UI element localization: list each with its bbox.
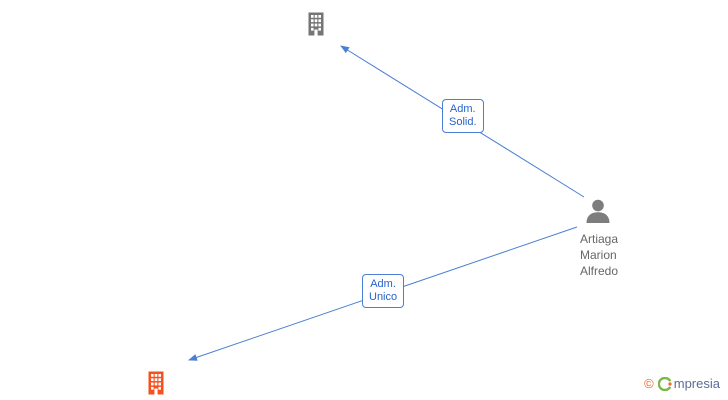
brand-logo-icon: [657, 376, 672, 391]
footer-brand[interactable]: © mpresia: [644, 376, 720, 391]
person-node[interactable]: [584, 199, 612, 223]
company-node-top[interactable]: [302, 10, 330, 38]
edge-label-adm-unico[interactable]: Adm. Unico: [362, 274, 405, 308]
edge-label-line-2: Solid.: [449, 116, 477, 128]
building-icon: [308, 12, 324, 36]
person-name-line-1: Artiaga: [580, 232, 619, 246]
building-icon: [148, 371, 164, 395]
person-name-line-3: Alfredo: [580, 264, 619, 278]
edge-label-line-1: Adm.: [370, 278, 396, 290]
edge-label-line-2: Unico: [369, 291, 398, 303]
company-node-bottom[interactable]: [142, 369, 170, 397]
person-name[interactable]: Artiaga Marion Alfredo: [580, 231, 660, 279]
copyright-symbol: ©: [644, 376, 654, 391]
person-name-line-2: Marion: [580, 248, 617, 262]
edge-label-adm-solid[interactable]: Adm. Solid.: [442, 99, 484, 133]
brand-name: mpresia: [673, 376, 720, 391]
person-icon: [586, 199, 610, 223]
edge-label-line-1: Adm.: [449, 103, 476, 115]
